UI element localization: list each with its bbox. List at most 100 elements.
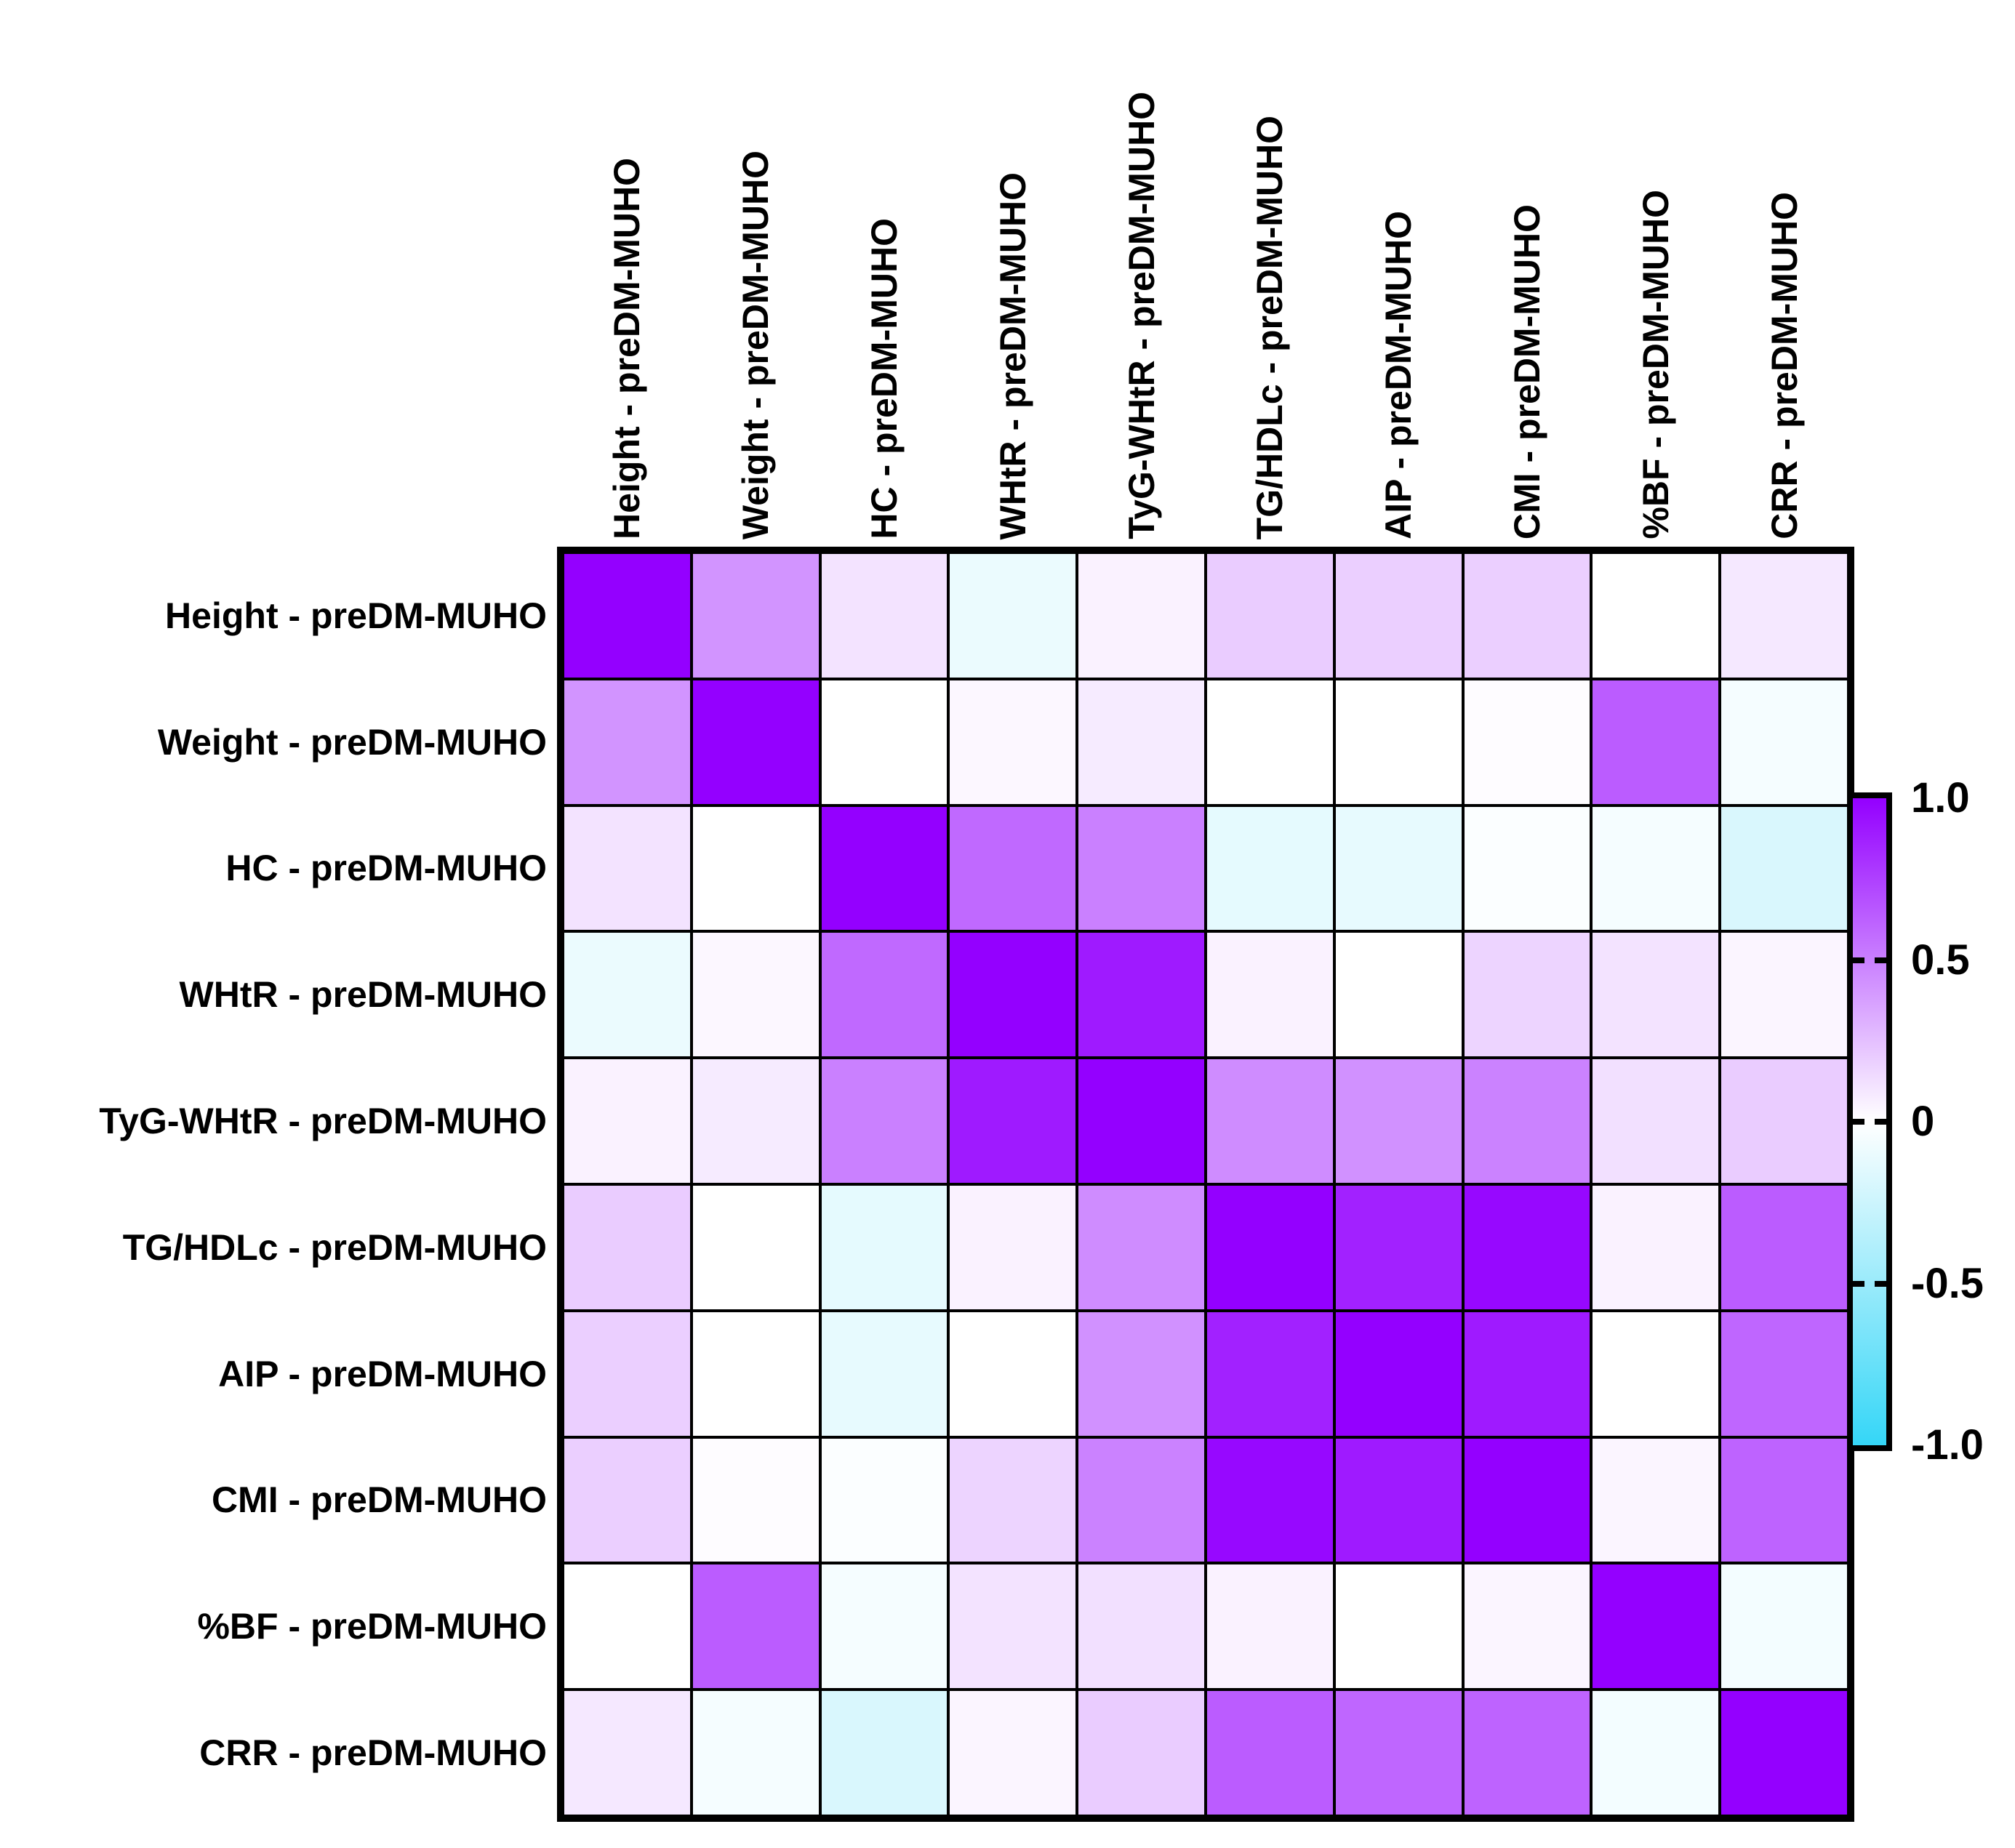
colorbar-tick: [1875, 957, 1886, 963]
matrix-cell: [821, 554, 948, 678]
matrix-cell: [1464, 1691, 1590, 1815]
matrix-cell: [1721, 1691, 1847, 1815]
matrix-cell: [1078, 1438, 1204, 1562]
matrix-cell: [564, 1059, 690, 1183]
matrix-cell: [1464, 933, 1590, 1057]
matrix-cell: [1593, 933, 1719, 1057]
matrix-cell: [1721, 1438, 1847, 1562]
matrix-cell: [821, 1564, 948, 1689]
matrix-cell: [1593, 1186, 1719, 1309]
matrix-cell: [564, 1691, 690, 1815]
matrix-cell: [692, 1311, 819, 1436]
matrix-cell: [1593, 1438, 1719, 1562]
matrix-cell: [564, 1438, 690, 1562]
colorbar-tick: [1853, 957, 1864, 963]
matrix-cell: [1335, 1311, 1462, 1436]
colorbar-tick: [1875, 1280, 1886, 1287]
colorbar-tick-label: 0: [1911, 1098, 1935, 1145]
column-label-text: CMI - preDM-MUHO: [1506, 204, 1547, 539]
matrix-cell: [564, 806, 690, 931]
matrix-cell: [950, 1059, 1076, 1183]
column-label-text: Height - preDM-MUHO: [606, 158, 648, 539]
matrix-cell: [1335, 1059, 1462, 1183]
matrix-cell: [821, 1311, 948, 1436]
row-label: TyG-WHtR - preDM-MUHO: [99, 1101, 547, 1142]
column-label: CMI - preDM-MUHO: [1465, 0, 1590, 539]
matrix-cell: [1721, 1311, 1847, 1436]
colorbar-tick-label: 0.5: [1911, 936, 1970, 984]
matrix-cell: [1078, 1059, 1204, 1183]
column-label-text: TyG-WHtR - preDM-MUHO: [1121, 92, 1162, 539]
matrix-cell: [692, 554, 819, 678]
matrix-cell: [1721, 933, 1847, 1057]
matrix-cell: [1335, 554, 1462, 678]
colorbar-tick-label: -1.0: [1911, 1421, 1984, 1469]
matrix-cell: [1464, 1564, 1590, 1689]
row-label: TG/HDLc - preDM-MUHO: [122, 1226, 547, 1268]
column-label-text: AIP - preDM-MUHO: [1378, 211, 1419, 539]
matrix-cell: [821, 933, 948, 1057]
matrix-cell: [950, 554, 1076, 678]
matrix-cell: [1464, 1186, 1590, 1309]
matrix-cell: [821, 1691, 948, 1815]
column-label-text: HC - preDM-MUHO: [863, 218, 905, 539]
matrix-cell: [564, 1186, 690, 1309]
matrix-cell: [692, 933, 819, 1057]
row-label: WHtR - preDM-MUHO: [179, 974, 547, 1016]
matrix-cell: [821, 806, 948, 931]
matrix-cell: [1721, 680, 1847, 804]
matrix-cell: [1593, 1691, 1719, 1815]
row-label: CMI - preDM-MUHO: [211, 1479, 547, 1521]
matrix-cell: [950, 1311, 1076, 1436]
matrix-cell: [950, 1564, 1076, 1689]
row-label: %BF - preDM-MUHO: [197, 1606, 547, 1647]
column-label-text: CRR - preDM-MUHO: [1763, 192, 1805, 539]
colorbar-tick-label: -0.5: [1911, 1259, 1984, 1307]
matrix-cell: [1464, 554, 1590, 678]
matrix-cell: [1207, 554, 1333, 678]
matrix-cell: [1593, 554, 1719, 678]
row-label: HC - preDM-MUHO: [225, 848, 547, 889]
matrix-cell: [692, 680, 819, 804]
matrix-cell: [950, 680, 1076, 804]
column-label: WHtR - preDM-MUHO: [950, 0, 1075, 539]
matrix-cell: [1078, 1311, 1204, 1436]
matrix-cell: [1078, 806, 1204, 931]
matrix-cell: [564, 1564, 690, 1689]
column-label: Weight - preDM-MUHO: [693, 0, 819, 539]
matrix-cell: [821, 1186, 948, 1309]
matrix-cell: [1721, 1564, 1847, 1689]
matrix-cell: [692, 1438, 819, 1562]
matrix-cell: [1593, 1564, 1719, 1689]
matrix-cell: [1078, 680, 1204, 804]
matrix-cell: [692, 1059, 819, 1183]
matrix-cell: [1207, 1059, 1333, 1183]
column-label: TG/HDLc - preDM-MUHO: [1207, 0, 1333, 539]
matrix-cell: [1078, 1564, 1204, 1689]
matrix-cell: [1464, 806, 1590, 931]
matrix-cell: [821, 680, 948, 804]
matrix-cell: [1078, 554, 1204, 678]
column-label: %BF - preDM-MUHO: [1593, 0, 1718, 539]
column-label: TyG-WHtR - preDM-MUHO: [1078, 0, 1204, 539]
matrix-cell: [1335, 933, 1462, 1057]
matrix-cell: [1335, 806, 1462, 931]
matrix-cell: [692, 806, 819, 931]
matrix-cell: [1593, 1311, 1719, 1436]
matrix-cell: [1078, 933, 1204, 1057]
heatmap-grid: [557, 547, 1854, 1822]
column-label-text: Weight - preDM-MUHO: [735, 150, 777, 539]
matrix-cell: [1721, 1059, 1847, 1183]
matrix-cell: [1335, 1186, 1462, 1309]
column-label: CRR - preDM-MUHO: [1721, 0, 1847, 539]
row-label: CRR - preDM-MUHO: [199, 1732, 547, 1774]
row-label: AIP - preDM-MUHO: [218, 1353, 547, 1394]
matrix-cell: [1078, 1186, 1204, 1309]
matrix-cell: [1464, 1438, 1590, 1562]
column-label: HC - preDM-MUHO: [822, 0, 948, 539]
matrix-cell: [950, 1186, 1076, 1309]
matrix-cell: [1593, 680, 1719, 804]
matrix-cell: [821, 1059, 948, 1183]
matrix-cell: [950, 1438, 1076, 1562]
